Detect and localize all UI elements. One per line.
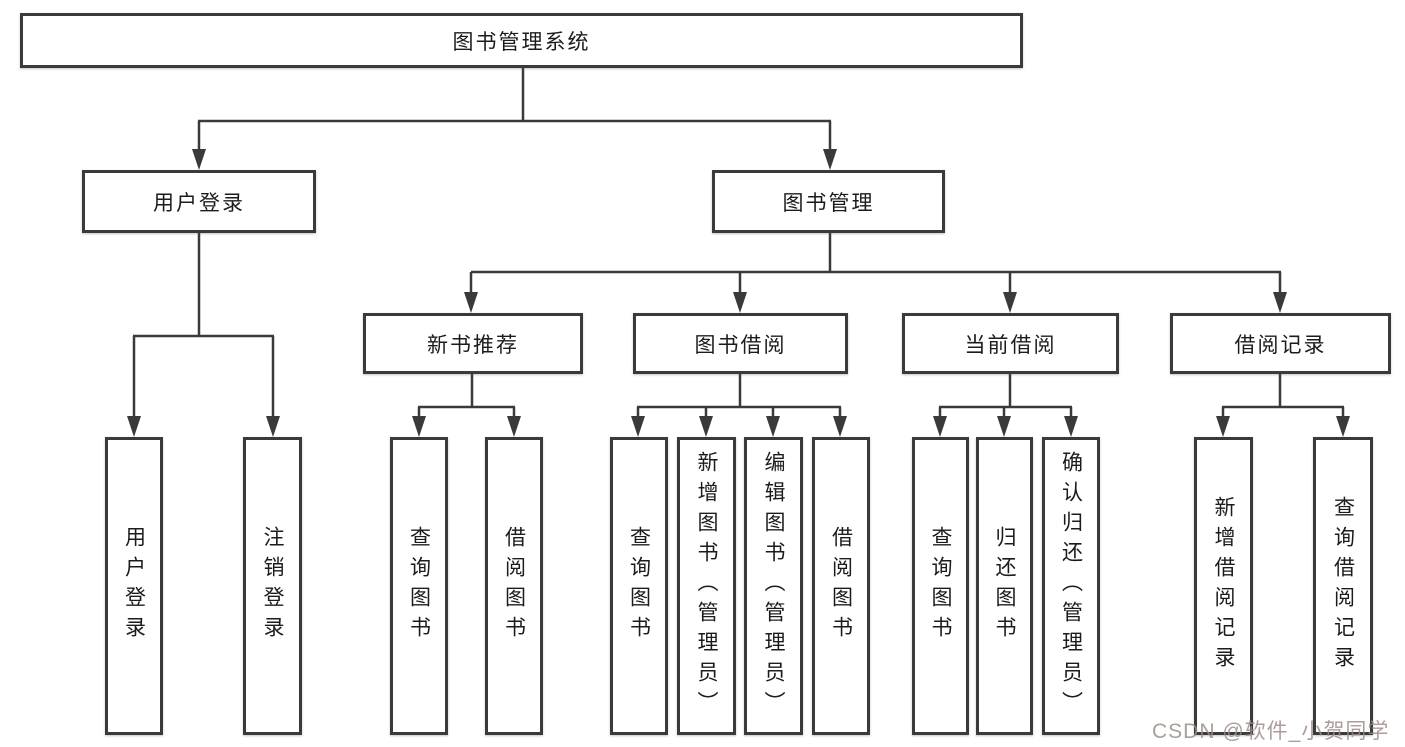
node-book-borrowing: 图书借阅 bbox=[633, 313, 848, 374]
node-confirm-return-admin: 确认归还（管理员） bbox=[1042, 437, 1100, 735]
connector-segments bbox=[132, 68, 1345, 419]
node-label: 借阅图书 bbox=[502, 526, 526, 646]
node-label: 编辑图书（管理员） bbox=[762, 451, 785, 721]
node-label: 用户登录 bbox=[153, 191, 245, 215]
node-library-mgmt-system: 图书管理系统 bbox=[20, 13, 1023, 68]
node-user-login: 用户登录 bbox=[105, 437, 163, 735]
node-current-query-books: 查询图书 bbox=[912, 437, 969, 735]
node-borrow-books: 借阅图书 bbox=[812, 437, 870, 735]
node-book-management: 图书管理 bbox=[712, 170, 945, 233]
node-recommend-query-books: 查询图书 bbox=[390, 437, 448, 735]
node-label: 确认归还（管理员） bbox=[1059, 451, 1083, 721]
watermark-text: CSDN @软件_小贺同学 bbox=[1152, 720, 1390, 743]
node-label: 当前借阅 bbox=[964, 333, 1057, 357]
node-label: 新增借阅记录 bbox=[1212, 496, 1235, 676]
node-new-book-recommend: 新书推荐 bbox=[363, 313, 583, 374]
node-label: 归还图书 bbox=[993, 526, 1016, 646]
node-label: 新书推荐 bbox=[427, 333, 519, 357]
node-add-borrow-record: 新增借阅记录 bbox=[1194, 437, 1253, 735]
node-label: 借阅图书 bbox=[829, 526, 853, 646]
node-borrow-records: 借阅记录 bbox=[1170, 313, 1391, 374]
node-label: 注销登录 bbox=[261, 526, 284, 646]
node-label: 新增图书（管理员） bbox=[695, 451, 718, 721]
node-borrowing-query-books: 查询图书 bbox=[610, 437, 668, 735]
node-label: 图书管理系统 bbox=[452, 30, 591, 54]
node-current-borrowing: 当前借阅 bbox=[902, 313, 1119, 374]
node-recommend-borrow-books: 借阅图书 bbox=[485, 437, 543, 735]
node-label: 查询图书 bbox=[407, 526, 431, 646]
node-label: 查询图书 bbox=[929, 526, 952, 646]
node-logout: 注销登录 bbox=[243, 437, 302, 735]
node-user-login-branch: 用户登录 bbox=[82, 170, 316, 233]
node-label: 用户登录 bbox=[122, 526, 146, 646]
node-add-books-admin: 新增图书（管理员） bbox=[677, 437, 736, 735]
node-label: 借阅记录 bbox=[1234, 333, 1327, 357]
node-label: 图书借阅 bbox=[694, 333, 787, 357]
node-edit-books-admin: 编辑图书（管理员） bbox=[744, 437, 803, 735]
node-label: 查询借阅记录 bbox=[1331, 496, 1355, 676]
node-query-borrow-record: 查询借阅记录 bbox=[1313, 437, 1373, 735]
node-label: 图书管理 bbox=[782, 191, 875, 215]
node-label: 查询图书 bbox=[627, 526, 651, 646]
node-return-books: 归还图书 bbox=[976, 437, 1033, 735]
arrowhead-icons bbox=[127, 149, 1350, 437]
